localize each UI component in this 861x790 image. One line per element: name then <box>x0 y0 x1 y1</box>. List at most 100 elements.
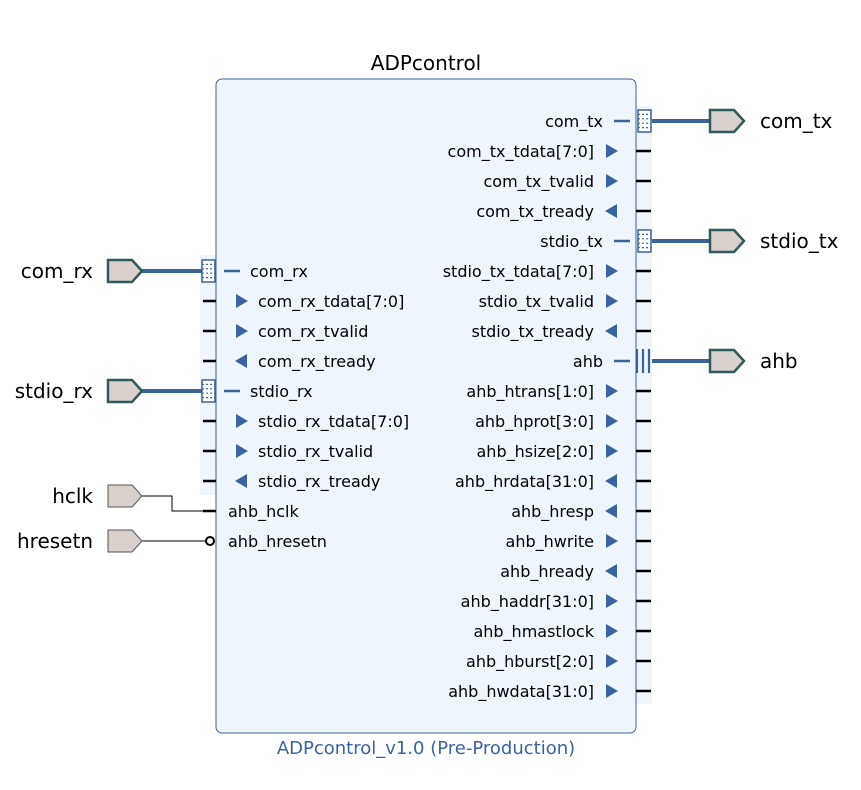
pin-label: ahb_hresetn <box>228 532 327 552</box>
pin-com_tx_tvalid[interactable]: com_tx_tvalid <box>483 172 651 192</box>
pin-label: ahb <box>573 352 603 371</box>
port-shape-icon[interactable] <box>107 529 143 553</box>
pin-ahb_hmastlock[interactable]: ahb_hmastlock <box>473 622 651 642</box>
pin-label: stdio_tx_tdata[7:0] <box>443 262 594 282</box>
output-arrow-icon <box>606 264 618 278</box>
external-port-label: stdio_tx <box>760 229 839 253</box>
external-port-label: hresetn <box>17 529 93 553</box>
pin-ahb_hrdata[interactable]: ahb_hrdata[31:0] <box>455 472 651 492</box>
pin-label: ahb_hready <box>500 562 594 582</box>
ahb-bus-connector-icon[interactable] <box>635 349 651 373</box>
pin-stdio_tx_tdata[interactable]: stdio_tx_tdata[7:0] <box>443 262 651 282</box>
pin-com_rx_tready[interactable]: com_rx_tready <box>203 352 376 372</box>
input-arrow-icon <box>605 324 617 338</box>
pin-label: ahb_haddr[31:0] <box>461 592 594 612</box>
pin-label: com_rx_tready <box>258 352 376 372</box>
pin-com_tx[interactable]: com_tx <box>545 109 652 133</box>
wires-group <box>142 119 710 542</box>
port-shape-icon[interactable] <box>107 484 143 508</box>
input-arrow-icon <box>236 294 248 308</box>
pins-group: com_rx com_rx_tdata[7:0] com_rx_tvalid com_… <box>201 109 652 702</box>
pin-ahb_hready[interactable]: ahb_hready <box>500 562 651 582</box>
pin-stdio_tx_tready[interactable]: stdio_tx_tready <box>471 322 651 342</box>
input-arrow-icon <box>605 564 617 578</box>
pin-stdio_rx_tdata[interactable]: stdio_rx_tdata[7:0] <box>203 412 409 432</box>
pin-stdio_tx[interactable]: stdio_tx <box>540 229 652 253</box>
external-port-label: com_tx <box>760 109 833 133</box>
pin-label: ahb_hrdata[31:0] <box>455 472 594 492</box>
output-arrow-icon <box>606 594 618 608</box>
output-arrow-icon <box>235 354 247 368</box>
external-port-stdio_tx[interactable]: stdio_tx <box>708 228 839 254</box>
port-shape-icon[interactable] <box>106 258 144 284</box>
input-arrow-icon <box>605 504 617 518</box>
output-arrow-icon <box>606 384 618 398</box>
port-shape-icon[interactable] <box>106 378 144 404</box>
external-port-label: ahb <box>760 349 798 373</box>
pin-label: ahb_hprot[3:0] <box>475 412 594 432</box>
pin-label: stdio_rx_tready <box>258 472 380 492</box>
pin-label: stdio_rx <box>250 382 313 402</box>
pin-label: com_tx <box>545 112 603 132</box>
pin-label: ahb_hwdata[31:0] <box>448 682 594 702</box>
pin-label: stdio_tx <box>540 232 603 252</box>
input-arrow-icon <box>605 474 617 488</box>
pin-stdio_rx_tvalid[interactable]: stdio_rx_tvalid <box>203 442 373 462</box>
external-port-hresetn[interactable]: hresetn <box>17 529 143 553</box>
block-body[interactable] <box>215 78 637 734</box>
input-arrow-icon <box>605 204 617 218</box>
pin-label: stdio_tx_tvalid <box>479 292 594 312</box>
input-arrow-icon <box>236 444 248 458</box>
block-body-group <box>200 78 652 734</box>
external-port-com_tx[interactable]: com_tx <box>708 108 833 134</box>
external-port-stdio_rx[interactable]: stdio_rx <box>15 378 144 404</box>
pin-com_rx_tdata[interactable]: com_rx_tdata[7:0] <box>203 292 404 312</box>
pin-com_rx_tvalid[interactable]: com_rx_tvalid <box>203 322 368 342</box>
external-port-hclk[interactable]: hclk <box>52 484 143 508</box>
pin-ahb_hburst[interactable]: ahb_hburst[2:0] <box>466 652 651 672</box>
pin-com_rx[interactable]: com_rx <box>201 259 308 283</box>
pin-label: ahb_hsize[2:0] <box>477 442 595 462</box>
bus-connector-icon[interactable] <box>201 379 216 403</box>
external-port-com_rx[interactable]: com_rx <box>21 258 144 284</box>
pin-label: ahb_hresp <box>511 502 594 522</box>
pin-ahb_hwrite[interactable]: ahb_hwrite <box>506 532 651 552</box>
external-port-label: hclk <box>52 484 93 508</box>
output-arrow-icon <box>235 474 247 488</box>
pin-ahb_hprot[interactable]: ahb_hprot[3:0] <box>475 412 651 432</box>
pin-stdio_rx[interactable]: stdio_rx <box>201 379 313 403</box>
bus-connector-icon[interactable] <box>201 259 216 283</box>
pin-ahb_hresetn[interactable]: ahb_hresetn <box>205 532 327 552</box>
pin-label: stdio_rx_tvalid <box>258 442 373 462</box>
pin-ahb_haddr[interactable]: ahb_haddr[31:0] <box>461 592 651 612</box>
output-arrow-icon <box>606 654 618 668</box>
pin-com_tx_tdata[interactable]: com_tx_tdata[7:0] <box>448 142 651 162</box>
block-subtitle: ADPcontrol_v1.0 (Pre-Production) <box>277 738 575 759</box>
pin-label: ahb_htrans[1:0] <box>466 382 594 402</box>
pin-ahb_hwdata[interactable]: ahb_hwdata[31:0] <box>448 682 651 702</box>
pin-ahb[interactable]: ahb <box>573 349 651 373</box>
output-arrow-icon <box>606 294 618 308</box>
input-arrow-icon <box>236 324 248 338</box>
pin-ahb_hclk[interactable]: ahb_hclk <box>203 502 299 522</box>
output-arrow-icon <box>606 534 618 548</box>
external-port-label: stdio_rx <box>15 379 93 403</box>
wire-hclk[interactable] <box>142 495 203 512</box>
pin-ahb_hresp[interactable]: ahb_hresp <box>511 502 651 522</box>
external-port-ahb[interactable]: ahb <box>708 348 798 374</box>
bus-connector-icon[interactable] <box>637 229 652 253</box>
pin-stdio_rx_tready[interactable]: stdio_rx_tready <box>203 472 380 492</box>
output-arrow-icon <box>606 684 618 698</box>
port-shape-icon[interactable] <box>708 228 746 254</box>
pin-com_tx_tready[interactable]: com_tx_tready <box>476 202 651 222</box>
pin-label: ahb_hburst[2:0] <box>466 652 594 672</box>
pin-ahb_hsize[interactable]: ahb_hsize[2:0] <box>477 442 652 462</box>
output-arrow-icon <box>606 144 618 158</box>
pin-ahb_htrans[interactable]: ahb_htrans[1:0] <box>466 382 651 402</box>
pin-stdio_tx_tvalid[interactable]: stdio_tx_tvalid <box>479 292 651 312</box>
port-shape-icon[interactable] <box>708 348 746 374</box>
bus-connector-icon[interactable] <box>637 109 652 133</box>
port-shape-icon[interactable] <box>708 108 746 134</box>
